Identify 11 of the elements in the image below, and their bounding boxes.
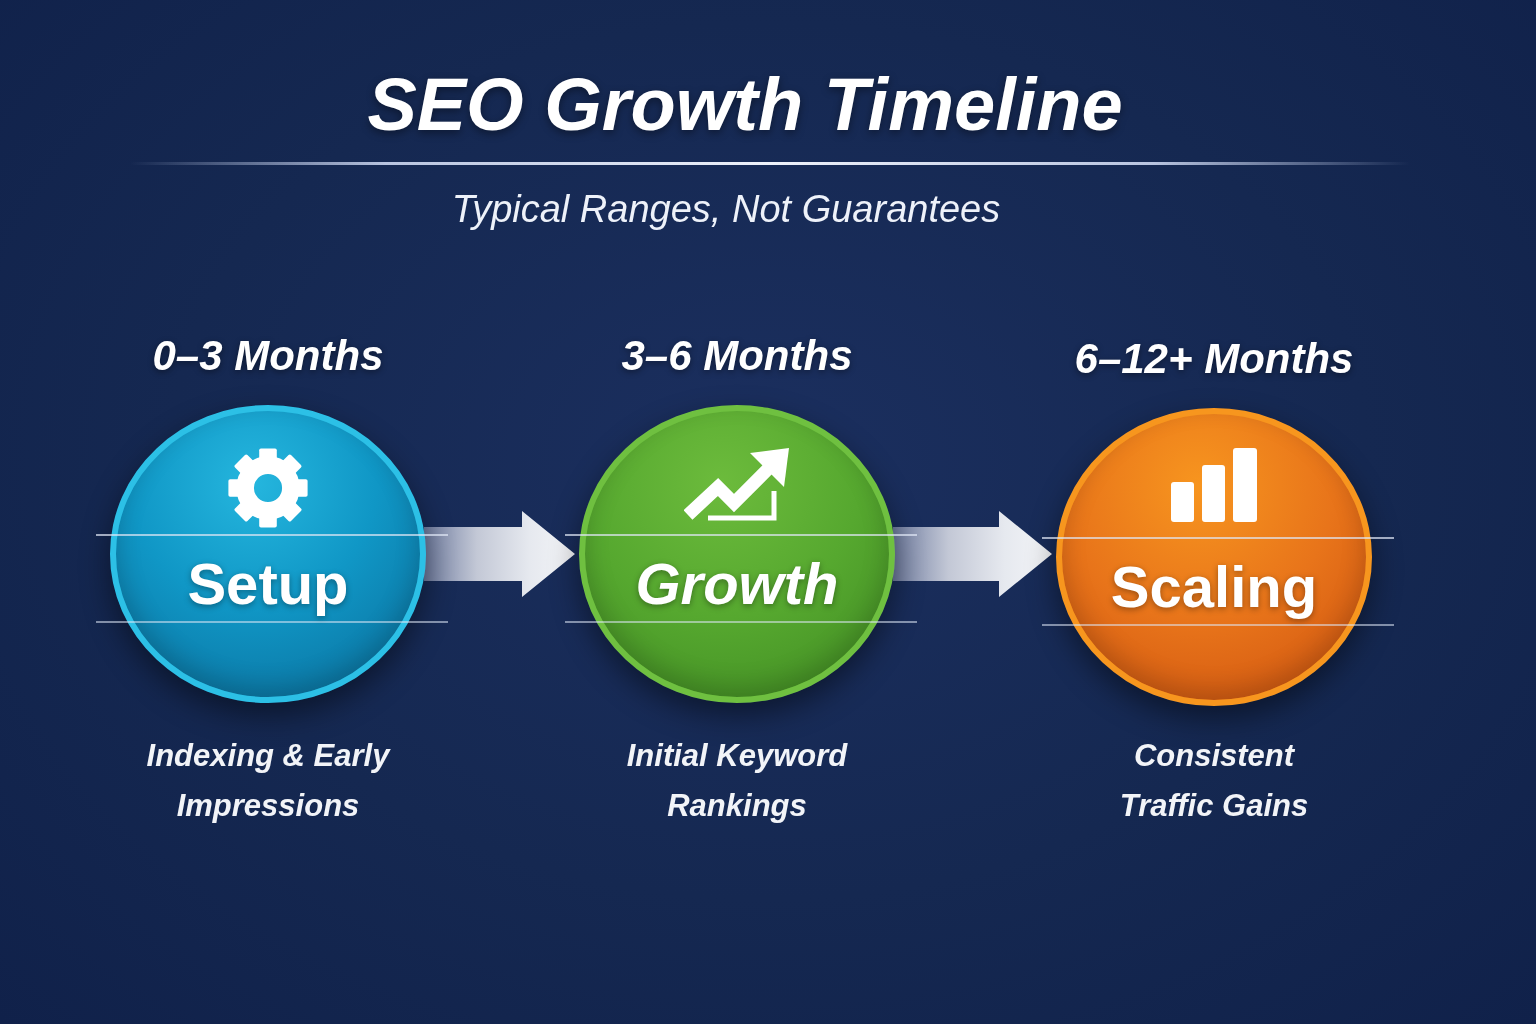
phase-description: Consistent Traffic Gains xyxy=(1118,737,1310,825)
phase-description: Indexing & Early Impressions xyxy=(145,737,392,825)
subtitle: Typical Ranges, Not Guarantees xyxy=(450,190,1002,228)
phase-description: Initial Keyword Rankings xyxy=(625,737,849,825)
block-arrow xyxy=(424,511,575,597)
duration-heading: 6–12+ Months xyxy=(1074,338,1354,380)
duration-heading: 3–6 Months xyxy=(621,335,853,377)
block-arrow xyxy=(893,511,1052,597)
phase-title: Growth xyxy=(635,555,839,613)
duration-heading: 0–3 Months xyxy=(152,335,384,377)
title: SEO Growth Timeline xyxy=(366,68,1124,142)
